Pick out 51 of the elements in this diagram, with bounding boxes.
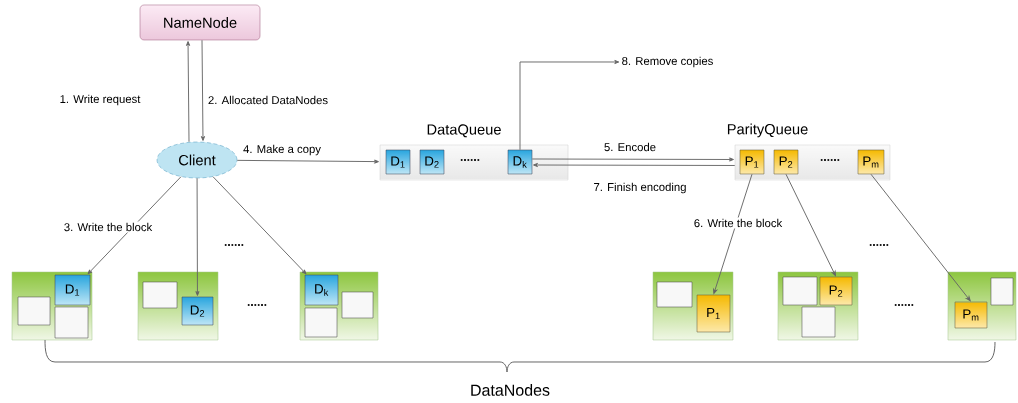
arrow	[870, 173, 971, 302]
empty-block	[782, 276, 818, 306]
arrow	[531, 157, 734, 162]
empty-block	[341, 291, 374, 319]
arrow	[186, 41, 191, 143]
ellipsis-dots: ......	[820, 159, 840, 161]
queue-title: DataQueue	[427, 124, 501, 138]
name-node-box: NameNode	[139, 4, 261, 41]
group-label: DataNodes	[471, 384, 550, 396]
ellipsis-dots: ......	[894, 304, 914, 306]
empty-block	[142, 281, 178, 309]
arrow	[785, 173, 836, 277]
edge-label: 1. Write request	[60, 94, 141, 106]
edge-label: 6. Write the block	[694, 218, 783, 228]
data-block: D$_{2}$	[419, 149, 445, 175]
parity-block: P$_{m}$	[954, 301, 988, 329]
arrow	[533, 162, 736, 168]
edge-label: 4. Make a copy	[243, 144, 321, 156]
arrow	[212, 176, 307, 275]
parity-block: P$_{2}$	[773, 149, 799, 175]
empty-block	[304, 307, 338, 338]
ellipsis-dots: ......	[869, 244, 889, 246]
queue-title: ParityQueue	[727, 123, 808, 138]
arrow	[195, 177, 200, 296]
arrow	[200, 39, 206, 141]
ellipsis-dots: ......	[247, 304, 267, 306]
parity-block: P$_{1}$	[739, 149, 765, 175]
arrow	[519, 59, 620, 151]
parity-block: P$_{m}$	[857, 149, 885, 175]
ellipsis-dots: ......	[224, 244, 244, 246]
arrow	[713, 173, 753, 294]
empty-block	[801, 306, 836, 338]
edge-label: 5. Encode	[604, 142, 656, 152]
step-text: 8. Remove copies	[622, 56, 713, 68]
empty-block	[656, 281, 693, 308]
parity-block: P$_{2}$	[819, 276, 853, 306]
arrow	[236, 159, 379, 164]
edge-label: 2. Allocated DataNodes	[208, 95, 328, 105]
edge-label: 7. Finish encoding	[594, 182, 686, 194]
data-block: D$_{k}$	[304, 274, 339, 306]
empty-block	[990, 277, 1014, 306]
empty-block	[17, 296, 51, 326]
arrow	[87, 176, 182, 275]
parity-block: P$_{1}$	[696, 294, 731, 333]
data-block: D$_{1}$	[54, 274, 91, 306]
ellipsis-dots: ......	[460, 159, 480, 161]
data-block: D$_{1}$	[385, 149, 411, 175]
data-block: D$_{k}$	[507, 149, 533, 175]
data-block: D$_{2}$	[181, 296, 214, 326]
empty-block	[54, 306, 89, 339]
edge-label: 3. Write the block	[64, 222, 153, 232]
